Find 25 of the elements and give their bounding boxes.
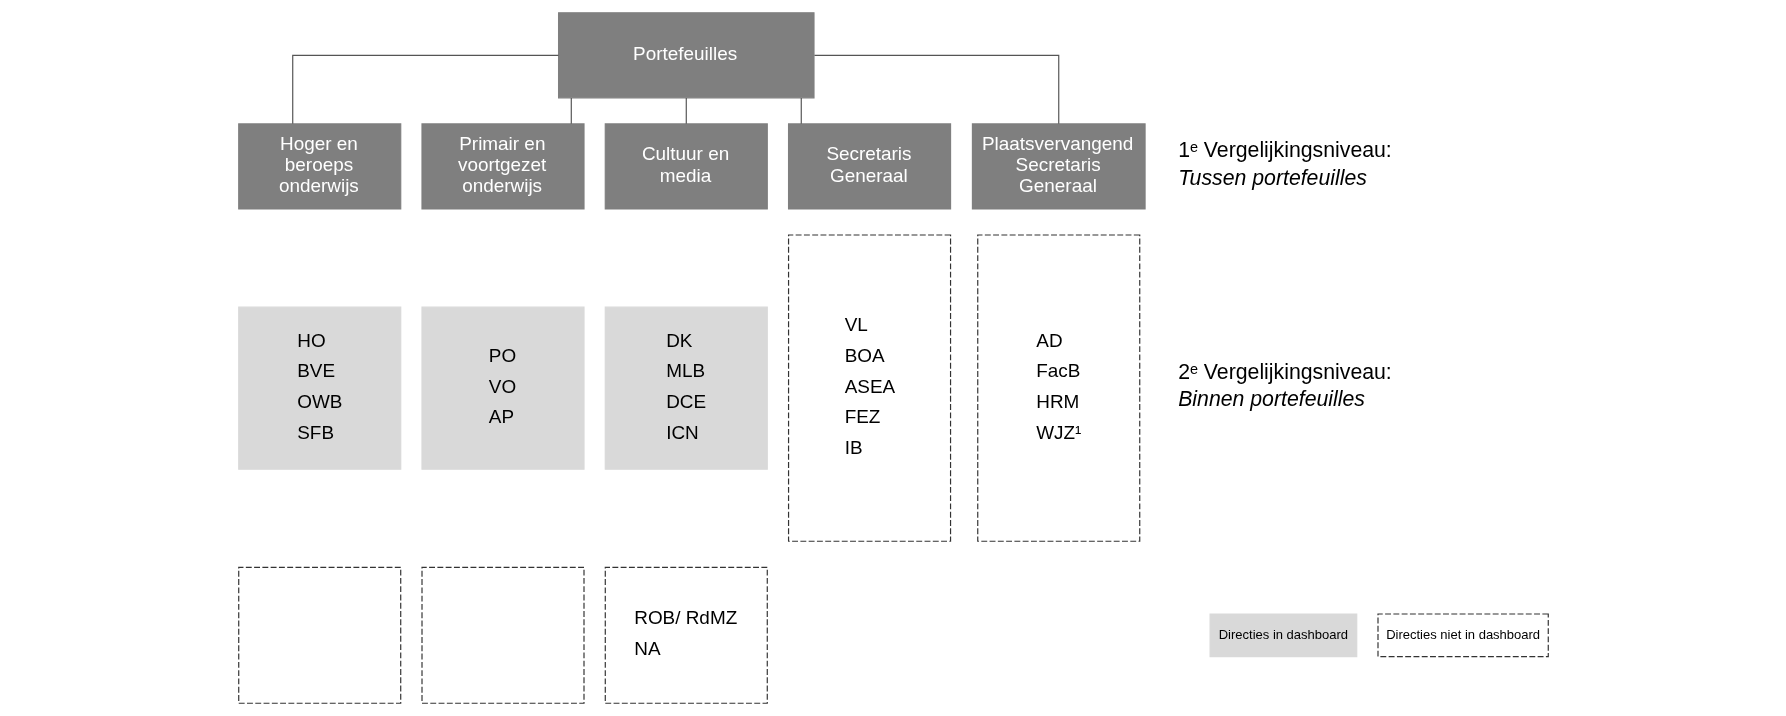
legend-label: Directies in dashboard — [1218, 626, 1348, 642]
node-box: VL BOA ASEA FEZ IB — [787, 234, 951, 542]
node-box: AD FacB HRM WJZ¹ — [976, 234, 1140, 542]
node-box: Cultuur en media — [604, 123, 768, 210]
node-box — [420, 566, 585, 704]
node-box: DK MLB DCE ICN — [604, 306, 768, 470]
node-box: Plaatsvervangend Secretaris Generaal — [971, 123, 1146, 210]
node-box: HO BVE OWB SFB — [237, 306, 401, 470]
label: Tussen portefeuilles — [1177, 165, 1367, 190]
connector — [813, 54, 1059, 125]
node-box: Hoger en beroeps onderwijs — [237, 123, 401, 210]
node-box: Primair en voortgezet onderwijs — [420, 123, 585, 210]
label: 1ᵉ Vergelijkingsniveau: — [1177, 138, 1392, 163]
label: 2ᵉ Vergelijkingsniveau: — [1177, 360, 1392, 385]
connector — [570, 97, 572, 125]
node-box: ROB/ RdMZ NA — [604, 566, 768, 704]
connector — [685, 97, 687, 125]
node-box: PO VO AP — [420, 306, 585, 470]
node-box: Portefeuilles — [557, 12, 815, 99]
node-box — [237, 566, 401, 704]
connector — [800, 97, 802, 125]
label: Binnen portefeuilles — [1177, 387, 1365, 412]
legend-label: Directies niet in dashboard — [1385, 626, 1540, 642]
node-box: Secretaris Generaal — [787, 123, 951, 210]
connector — [291, 54, 559, 125]
